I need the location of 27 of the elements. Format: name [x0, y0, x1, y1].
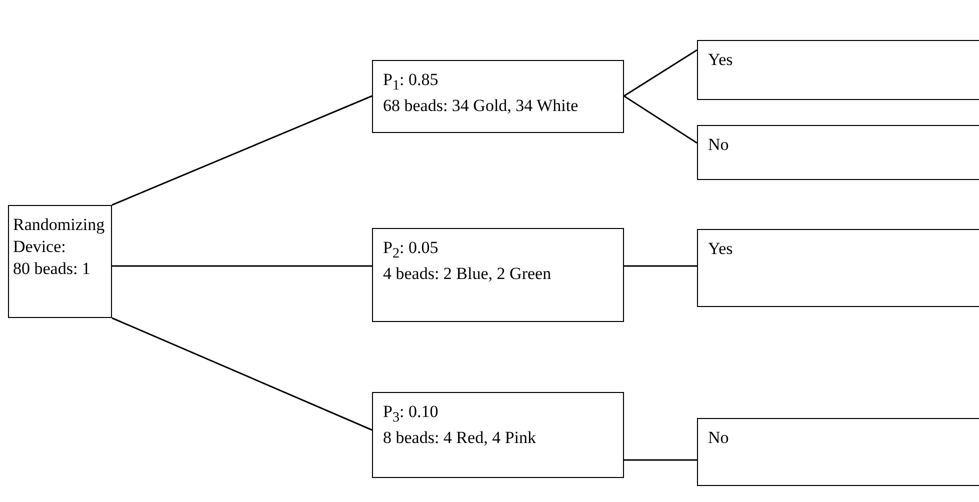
outcome-box — [697, 229, 979, 307]
node-text: 8 beads: 4 Red, 4 Pink — [383, 426, 537, 449]
node-heading: No — [708, 427, 730, 449]
connector-line — [624, 265, 697, 267]
node-text: 80 beads: 1 — [13, 258, 92, 280]
connector-line — [624, 49, 698, 97]
outcome-box — [697, 125, 979, 180]
node-heading: P$_{3}$: 0.10 — [383, 401, 440, 427]
node-heading: P$_{1}$: 0.85 — [383, 69, 440, 95]
outcome-box — [697, 40, 979, 100]
probability-box — [372, 60, 624, 133]
connector-line — [112, 317, 372, 431]
node-heading: No — [708, 134, 730, 156]
node-heading: Yes — [708, 49, 734, 71]
node-heading: Yes — [708, 238, 734, 260]
connector-line — [112, 265, 372, 267]
node-heading: Randomizing Device: — [13, 214, 106, 258]
connector-line — [624, 459, 697, 461]
node-heading: P$_{2}$: 0.05 — [383, 237, 440, 263]
probability-box — [372, 228, 624, 322]
node-text: 68 beads: 34 Gold, 34 White — [383, 94, 580, 117]
connector-line — [112, 95, 372, 206]
connector-line — [624, 95, 698, 144]
node-text: 4 beads: 2 Blue, 2 Green — [383, 262, 552, 285]
device-box — [8, 205, 112, 318]
probability-box — [372, 392, 624, 478]
outcome-box — [697, 418, 979, 486]
